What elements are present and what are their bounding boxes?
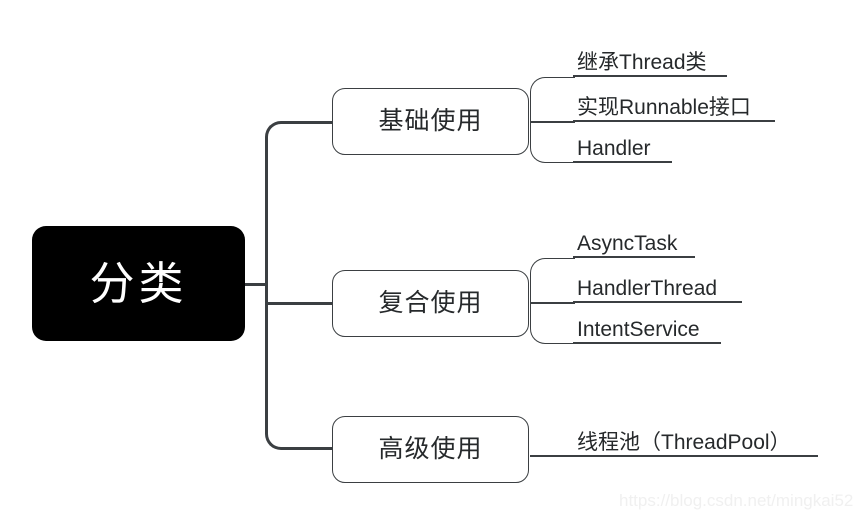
branch-node-composite[interactable]: 复合使用 xyxy=(332,270,529,337)
leaf-item-rule xyxy=(573,256,695,258)
leaf-item-rule xyxy=(530,455,818,457)
branch-node-basic-label: 基础使用 xyxy=(378,107,483,135)
main-trunk-connector xyxy=(265,121,333,450)
leaf-bracket-basic xyxy=(530,77,575,163)
leaf-item-label: IntentService xyxy=(577,318,700,341)
main-trunk-middle-connector xyxy=(265,302,333,305)
watermark-text: https://blog.csdn.net/mingkai521 xyxy=(619,491,853,510)
root-connector-stub xyxy=(245,283,267,286)
leaf-item-label: 实现Runnable接口 xyxy=(577,96,751,119)
leaf-item-label: 线程池（ThreadPool） xyxy=(577,431,791,454)
branch-node-composite-label: 复合使用 xyxy=(378,289,483,317)
leaf-item-rule xyxy=(573,342,721,344)
leaf-item-rule xyxy=(573,301,742,303)
leaf-item-label: Handler xyxy=(577,137,651,160)
branch-node-advanced[interactable]: 高级使用 xyxy=(332,416,529,483)
branch-node-advanced-label: 高级使用 xyxy=(378,435,483,463)
leaf-item-label: AsyncTask xyxy=(577,232,678,255)
leaf-item-rule xyxy=(573,161,672,163)
leaf-item-rule xyxy=(573,120,775,122)
root-node-label: 分类 xyxy=(89,258,188,309)
leaf-bracket-composite xyxy=(530,258,575,344)
leaf-item-label: HandlerThread xyxy=(577,277,718,300)
leaf-connector-composite xyxy=(530,302,575,304)
leaf-item-label: 继承Thread类 xyxy=(577,51,707,74)
branch-node-basic[interactable]: 基础使用 xyxy=(332,88,529,155)
leaf-item-rule xyxy=(573,75,727,77)
leaf-connector-basic xyxy=(530,121,575,123)
root-node[interactable]: 分类 xyxy=(32,226,245,341)
